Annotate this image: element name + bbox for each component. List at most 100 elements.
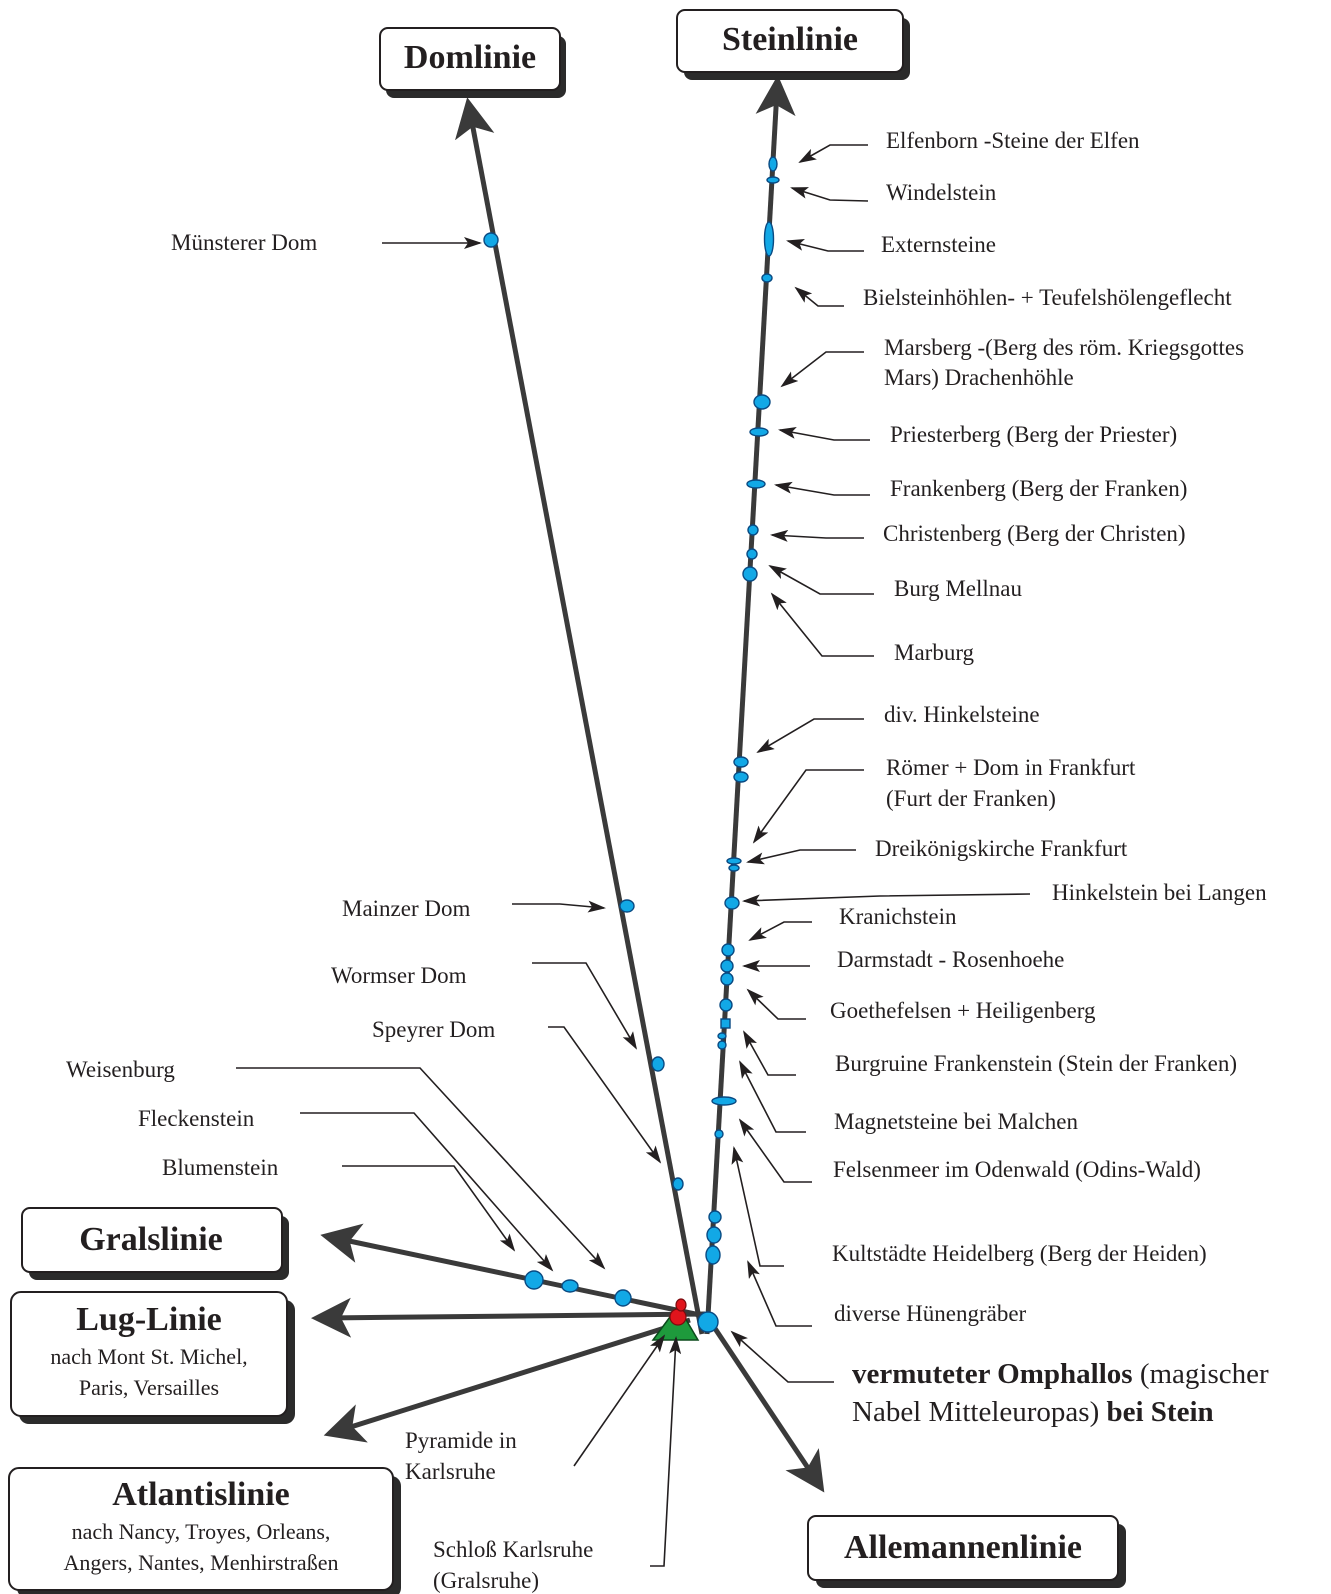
- label-pyramide-1: Pyramide in: [405, 1428, 517, 1453]
- label-langen: Hinkelstein bei Langen: [1052, 880, 1267, 905]
- ptr-goethefelsen: [746, 988, 806, 1020]
- ptr-weisenburg: [236, 1067, 606, 1270]
- domlinie-box: Domlinie: [379, 27, 566, 98]
- label-schloss-2: (Gralsruhe): [433, 1568, 539, 1593]
- node-priesterberg: [749, 427, 769, 437]
- ptr-huenengraeber: [747, 1260, 812, 1327]
- ptr-speyer: [548, 1026, 662, 1164]
- ptr-blumenstein: [342, 1165, 516, 1252]
- label-worms: Wormser Dom: [331, 963, 467, 988]
- label-blumenstein: Blumenstein: [162, 1155, 279, 1180]
- steinlinie-line: [704, 75, 796, 1335]
- domlinie-title: Domlinie: [404, 39, 536, 76]
- atlantislinie-title: Atlantislinie: [112, 1476, 290, 1513]
- node-muenster: [483, 232, 499, 248]
- domlinie-line: [455, 97, 705, 1335]
- label-frankenstein: Burgruine Frankenstein (Stein der Franke…: [835, 1051, 1237, 1076]
- lug-linie-line: [311, 1297, 706, 1338]
- lug-linie-sub2: Paris, Versailles: [79, 1375, 219, 1400]
- ptr-felsenmeer: [738, 1118, 812, 1183]
- node-marsberg: [753, 394, 771, 410]
- ptr-marburg: [770, 592, 874, 657]
- label-muenster: Münsterer Dom: [171, 230, 317, 255]
- node-speyer: [672, 1177, 684, 1191]
- omphallos-line-2: Nabel Mitteleuropas) bei Stein: [852, 1396, 1214, 1428]
- omphallos-bold-1: vermuteter Omphallos: [852, 1358, 1133, 1390]
- node-hinkelsteine-2: [733, 771, 749, 783]
- node-malchen-2: [717, 1040, 727, 1050]
- domlinie-labels: Münsterer Dom Mainzer Dom Wormser Dom Sp…: [171, 230, 662, 1164]
- label-marburg: Marburg: [894, 640, 975, 665]
- label-priesterberg: Priesterberg (Berg der Priester): [890, 422, 1177, 447]
- ptr-elfenborn: [798, 144, 868, 163]
- node-odenwald: [714, 1129, 724, 1139]
- steinlinie-box: Steinlinie: [676, 9, 910, 80]
- atlantislinie-line: [323, 1317, 691, 1443]
- label-roemer-1: Römer + Dom in Frankfurt: [886, 755, 1136, 780]
- node-christenberg: [747, 524, 759, 536]
- node-kranichstein: [721, 943, 735, 957]
- ptr-schloss: [650, 1336, 682, 1567]
- gralslinie-line: [320, 1223, 701, 1318]
- label-windelstein: Windelstein: [886, 180, 997, 205]
- lug-linie-box: Lug-Linie nach Mont St. Michel, Paris, V…: [10, 1291, 295, 1424]
- node-goethefelsen: [719, 998, 733, 1012]
- atlantislinie-box: Atlantislinie nach Nancy, Troyes, Orlean…: [8, 1467, 401, 1594]
- ptr-omphallos: [730, 1330, 834, 1383]
- lug-linie-title: Lug-Linie: [76, 1301, 221, 1338]
- node-darmstadt-1: [720, 959, 734, 973]
- label-externsteine: Externsteine: [881, 232, 996, 257]
- node-windelstein: [766, 176, 780, 184]
- allemannenlinie-title: Allemannenlinie: [844, 1529, 1082, 1566]
- omphallos-caption: vermuteter Omphallos (magischer Nabel Mi…: [852, 1358, 1269, 1428]
- karlsruhe-labels: Pyramide in Karlsruhe Schloß Karlsruhe (…: [405, 1334, 682, 1593]
- steinlinie-title: Steinlinie: [722, 21, 858, 58]
- omphallos-line-1: vermuteter Omphallos (magischer: [852, 1358, 1269, 1390]
- ptr-bielstein: [794, 286, 844, 307]
- label-heidelberg: Kultstädte Heidelberg (Berg der Heiden): [832, 1241, 1207, 1266]
- ptr-dreikoenig: [746, 849, 856, 865]
- label-marsberg-1: Marsberg -(Berg des röm. Kriegsgottes: [884, 335, 1244, 360]
- gralslinie-box: Gralslinie: [21, 1207, 289, 1280]
- label-hinkelsteine: div. Hinkelsteine: [884, 702, 1040, 727]
- lug-linie-sub1: nach Mont St. Michel,: [50, 1344, 247, 1369]
- node-hinkelsteine-1: [733, 756, 749, 768]
- atlantislinie-sub1: nach Nancy, Troyes, Orleans,: [72, 1519, 331, 1544]
- node-frankenstein: [720, 1018, 731, 1029]
- node-langen: [724, 896, 740, 910]
- red-marker-top-icon: [675, 1298, 687, 1312]
- atlantislinie-sub2: Angers, Nantes, Menhirstraßen: [64, 1550, 339, 1575]
- label-dreikoenig: Dreikönigskirche Frankfurt: [875, 836, 1128, 861]
- label-goethefelsen: Goethefelsen + Heiligenberg: [830, 998, 1096, 1023]
- steinlinie-pointers: [730, 144, 1031, 1383]
- ptr-pyramide: [573, 1334, 666, 1467]
- node-marburg: [742, 566, 758, 582]
- ptr-frankenberg: [774, 481, 870, 496]
- ptr-marsberg: [780, 351, 864, 388]
- label-weisenburg: Weisenburg: [66, 1057, 175, 1082]
- label-darmstadt: Darmstadt - Rosenhoehe: [837, 947, 1064, 972]
- node-weisenburg: [524, 1270, 544, 1290]
- node-externsteine: [763, 221, 775, 257]
- domlinie-nodes: [483, 232, 684, 1191]
- ptr-windelstein: [790, 187, 869, 202]
- omphallos-rest-2: Nabel Mitteleuropas): [852, 1396, 1106, 1428]
- ptr-priesterberg: [778, 427, 870, 441]
- label-malchen: Magnetsteine bei Malchen: [834, 1109, 1078, 1134]
- omphallos-bold-2: bei Stein: [1106, 1396, 1213, 1428]
- node-worms: [651, 1056, 665, 1072]
- steinlinie-labels: Elfenborn -Steine der Elfen Windelstein …: [830, 128, 1267, 1326]
- ptr-kranichstein: [748, 921, 812, 941]
- label-roemer-2: (Furt der Franken): [886, 786, 1056, 811]
- node-darmstadt-2: [720, 972, 734, 986]
- ptr-fleckenstein: [300, 1112, 554, 1272]
- ptr-frankenstein: [743, 1030, 796, 1076]
- label-speyer: Speyrer Dom: [372, 1017, 495, 1042]
- ptr-externsteine: [786, 239, 864, 252]
- omphallos-rest-1: (magischer: [1133, 1358, 1269, 1390]
- label-bielstein: Bielsteinhöhlen- + Teufelshölengeflecht: [863, 285, 1232, 310]
- label-schloss-1: Schloß Karlsruhe: [433, 1537, 593, 1562]
- label-pyramide-2: Karlsruhe: [405, 1459, 496, 1484]
- node-frankfurt-2: [728, 864, 740, 872]
